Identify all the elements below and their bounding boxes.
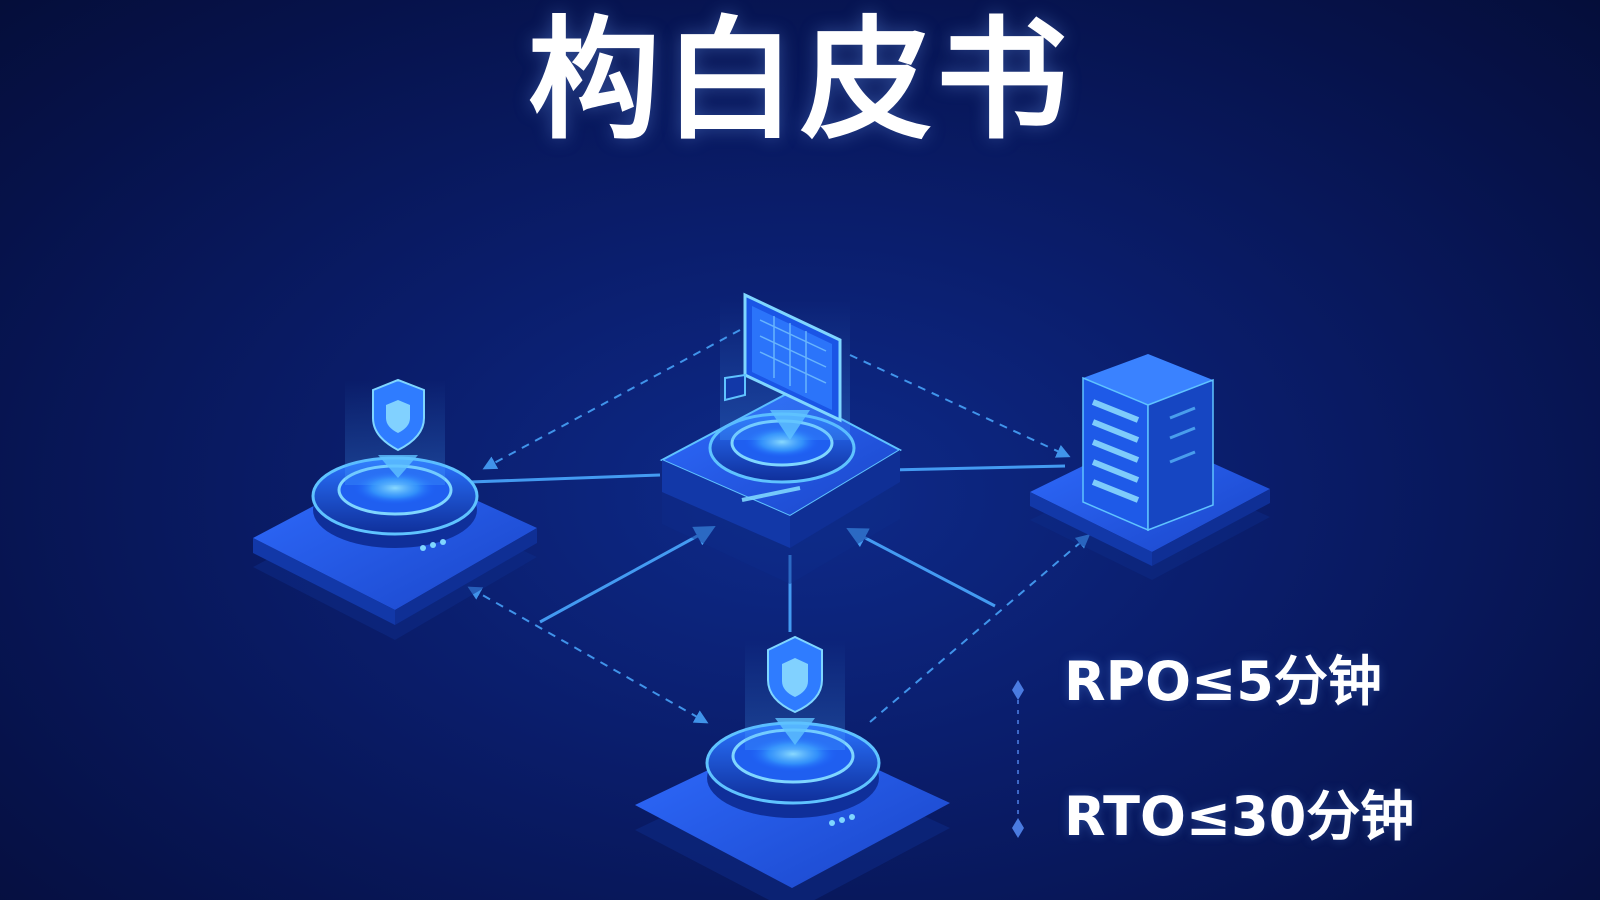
status-led bbox=[430, 542, 436, 548]
link-hub-right bbox=[889, 464, 1066, 472]
link-right-hub bbox=[846, 528, 996, 608]
rto-metric: RTO≤30分钟 bbox=[1064, 785, 1415, 848]
status-led bbox=[440, 539, 446, 545]
status-led bbox=[829, 820, 835, 826]
metric-connector-bottom-diamond bbox=[1012, 818, 1024, 838]
status-led bbox=[849, 814, 855, 820]
shield-node-bottom bbox=[635, 635, 950, 900]
link-hub-left bbox=[469, 473, 661, 484]
monitor-hub-center bbox=[659, 292, 903, 584]
shield-icon bbox=[767, 635, 823, 745]
dashed-bottom-right bbox=[869, 534, 1091, 723]
monitor-icon bbox=[724, 292, 842, 440]
server-node-right bbox=[1030, 354, 1270, 580]
shield-node-left bbox=[253, 378, 537, 640]
server-icon bbox=[1082, 354, 1214, 532]
page-title: 构白皮书 bbox=[528, 4, 1072, 158]
status-led bbox=[839, 817, 845, 823]
link-left-hub bbox=[539, 525, 716, 624]
rpo-metric: RPO≤5分钟 bbox=[1064, 650, 1382, 713]
shield-icon bbox=[372, 378, 425, 478]
status-led bbox=[420, 545, 426, 551]
dashed-hub-right bbox=[849, 354, 1071, 458]
dashed-left-bottom bbox=[467, 586, 709, 724]
metric-connector-top-diamond bbox=[1012, 680, 1024, 700]
dashed-hub-left bbox=[482, 329, 741, 470]
connection-lines bbox=[467, 329, 1091, 838]
